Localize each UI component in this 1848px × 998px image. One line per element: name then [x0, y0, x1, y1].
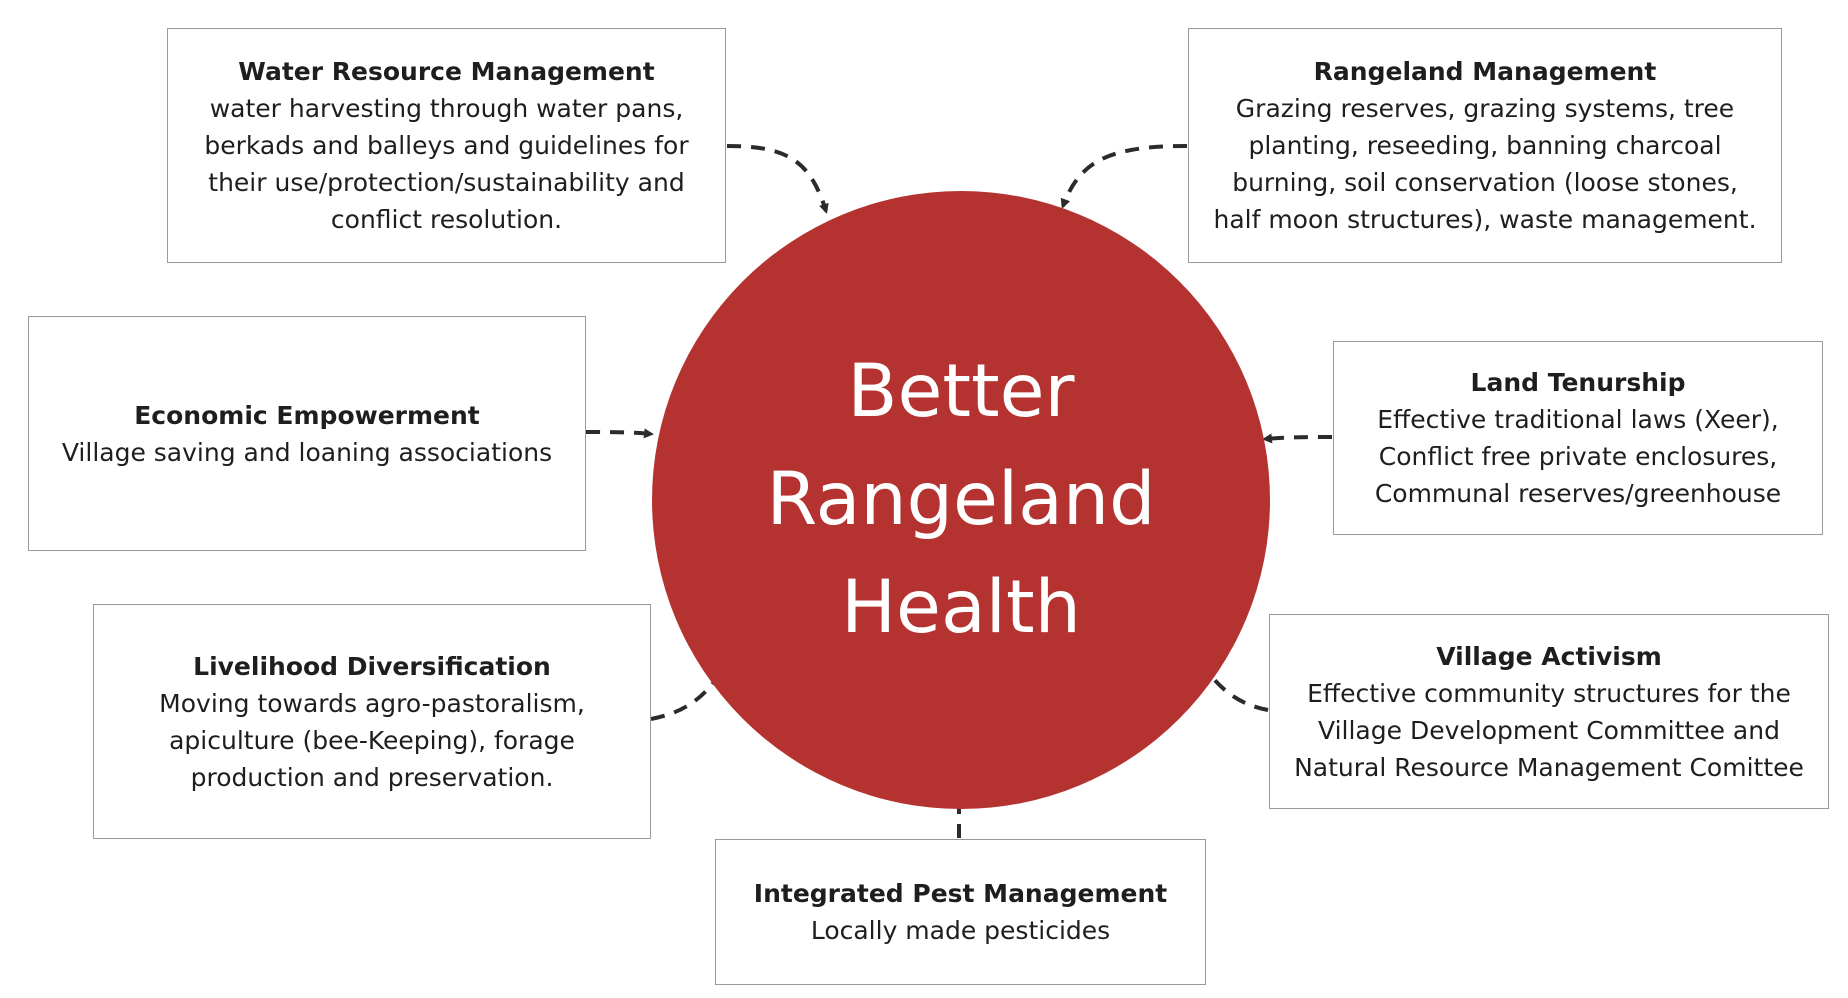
village-activism-title: Village Activism	[1436, 641, 1662, 671]
arrow-economic-to-hub	[585, 428, 654, 439]
land-tenurship-box: Land Tenurship Effective traditional law…	[1333, 341, 1823, 535]
rangeland-management-text: Grazing reserves, grazing systems, tree …	[1213, 94, 1757, 234]
economic-empowerment-title: Economic Empowerment	[134, 400, 480, 430]
village-activism-text: Effective community structures for the V…	[1294, 678, 1804, 782]
economic-empowerment-text: Village saving and loaning associations	[61, 437, 553, 467]
hub-label: Better Rangeland Health	[766, 349, 1156, 650]
livelihood-diversification-title: Livelihood Diversification	[193, 651, 551, 681]
economic-empowerment-box: Economic Empowerment Village saving and …	[28, 316, 586, 551]
integrated-pest-management-box: Integrated Pest Management Locally made …	[715, 839, 1206, 985]
better-rangeland-health-circle: Better Rangeland Health	[652, 191, 1270, 809]
village-activism-box: Village Activism Effective community str…	[1269, 614, 1829, 809]
livelihood-diversification-text: Moving towards agro-pastoralism, apicult…	[159, 688, 585, 792]
rangeland-management-title: Rangeland Management	[1313, 57, 1657, 86]
integrated-pest-management-title: Integrated Pest Management	[753, 879, 1168, 908]
arrow-land-to-hub	[1262, 433, 1333, 444]
integrated-pest-management-text: Locally made pesticides	[810, 916, 1111, 945]
livelihood-diversification-box: Livelihood Diversification Moving toward…	[93, 604, 651, 839]
land-tenurship-title: Land Tenurship	[1470, 368, 1686, 397]
arrow-rangeland-to-hub	[1060, 144, 1188, 209]
water-resource-management-text: water harvesting through water pans, ber…	[204, 94, 689, 234]
rangeland-management-box: Rangeland Management Grazing reserves, g…	[1188, 28, 1782, 263]
water-resource-management-title: Water Resource Management	[238, 57, 655, 86]
arrow-water-to-hub	[726, 144, 829, 214]
water-resource-management-box: Water Resource Management water harvesti…	[167, 28, 726, 263]
land-tenurship-text: Effective traditional laws (Xeer), Confl…	[1374, 405, 1782, 508]
